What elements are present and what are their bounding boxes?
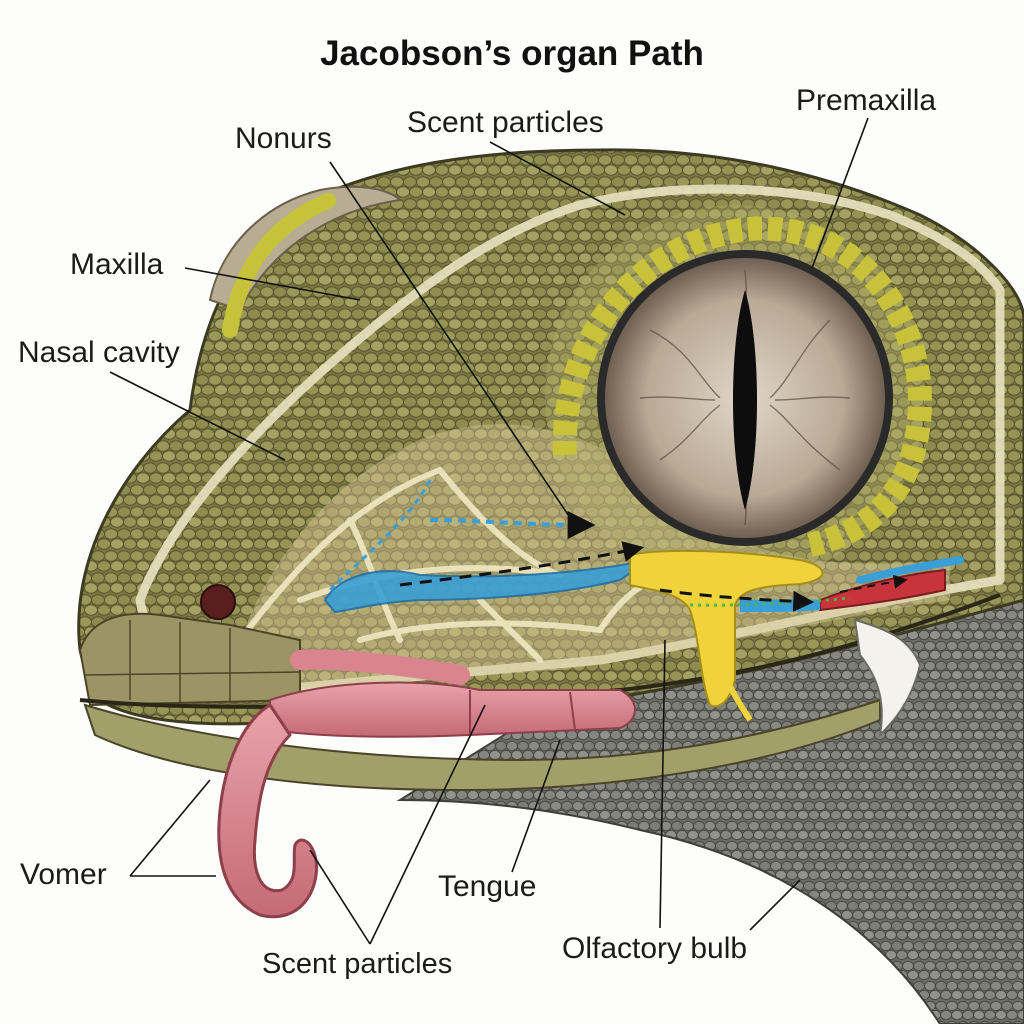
nasal-cavity-region [240, 424, 950, 690]
jacobsons-organ [629, 549, 824, 708]
nostril [200, 584, 236, 620]
label-maxilla: Maxilla [70, 248, 164, 281]
lower-lip [83, 698, 881, 792]
label-vomer: Vomer [20, 858, 107, 891]
label-nonurs: Nonurs [235, 122, 332, 155]
label-scent-particles-bottom: Scent particles [262, 948, 453, 980]
yellow-scale-ridge-left [222, 192, 338, 338]
label-scent-particles-top: Scent particles [407, 106, 604, 139]
tongue-body [269, 681, 636, 738]
fang [853, 618, 922, 738]
label-olfactory-bulb: Olfactory bulb [562, 932, 748, 965]
leader-lines [109, 117, 869, 945]
tongue-hanging [217, 703, 318, 919]
snout-plates [78, 612, 301, 707]
label-nasal-cavity: Nasal cavity [18, 336, 180, 369]
eyebrow-ridge [208, 185, 403, 312]
label-tengue: Tengue [438, 870, 537, 903]
diagram-title: Jacobson’s organ Path [320, 34, 704, 73]
blood-vessel [819, 568, 946, 612]
eye [545, 205, 933, 585]
label-premaxilla: Premaxilla [796, 84, 937, 117]
skull-outline [135, 184, 1005, 695]
